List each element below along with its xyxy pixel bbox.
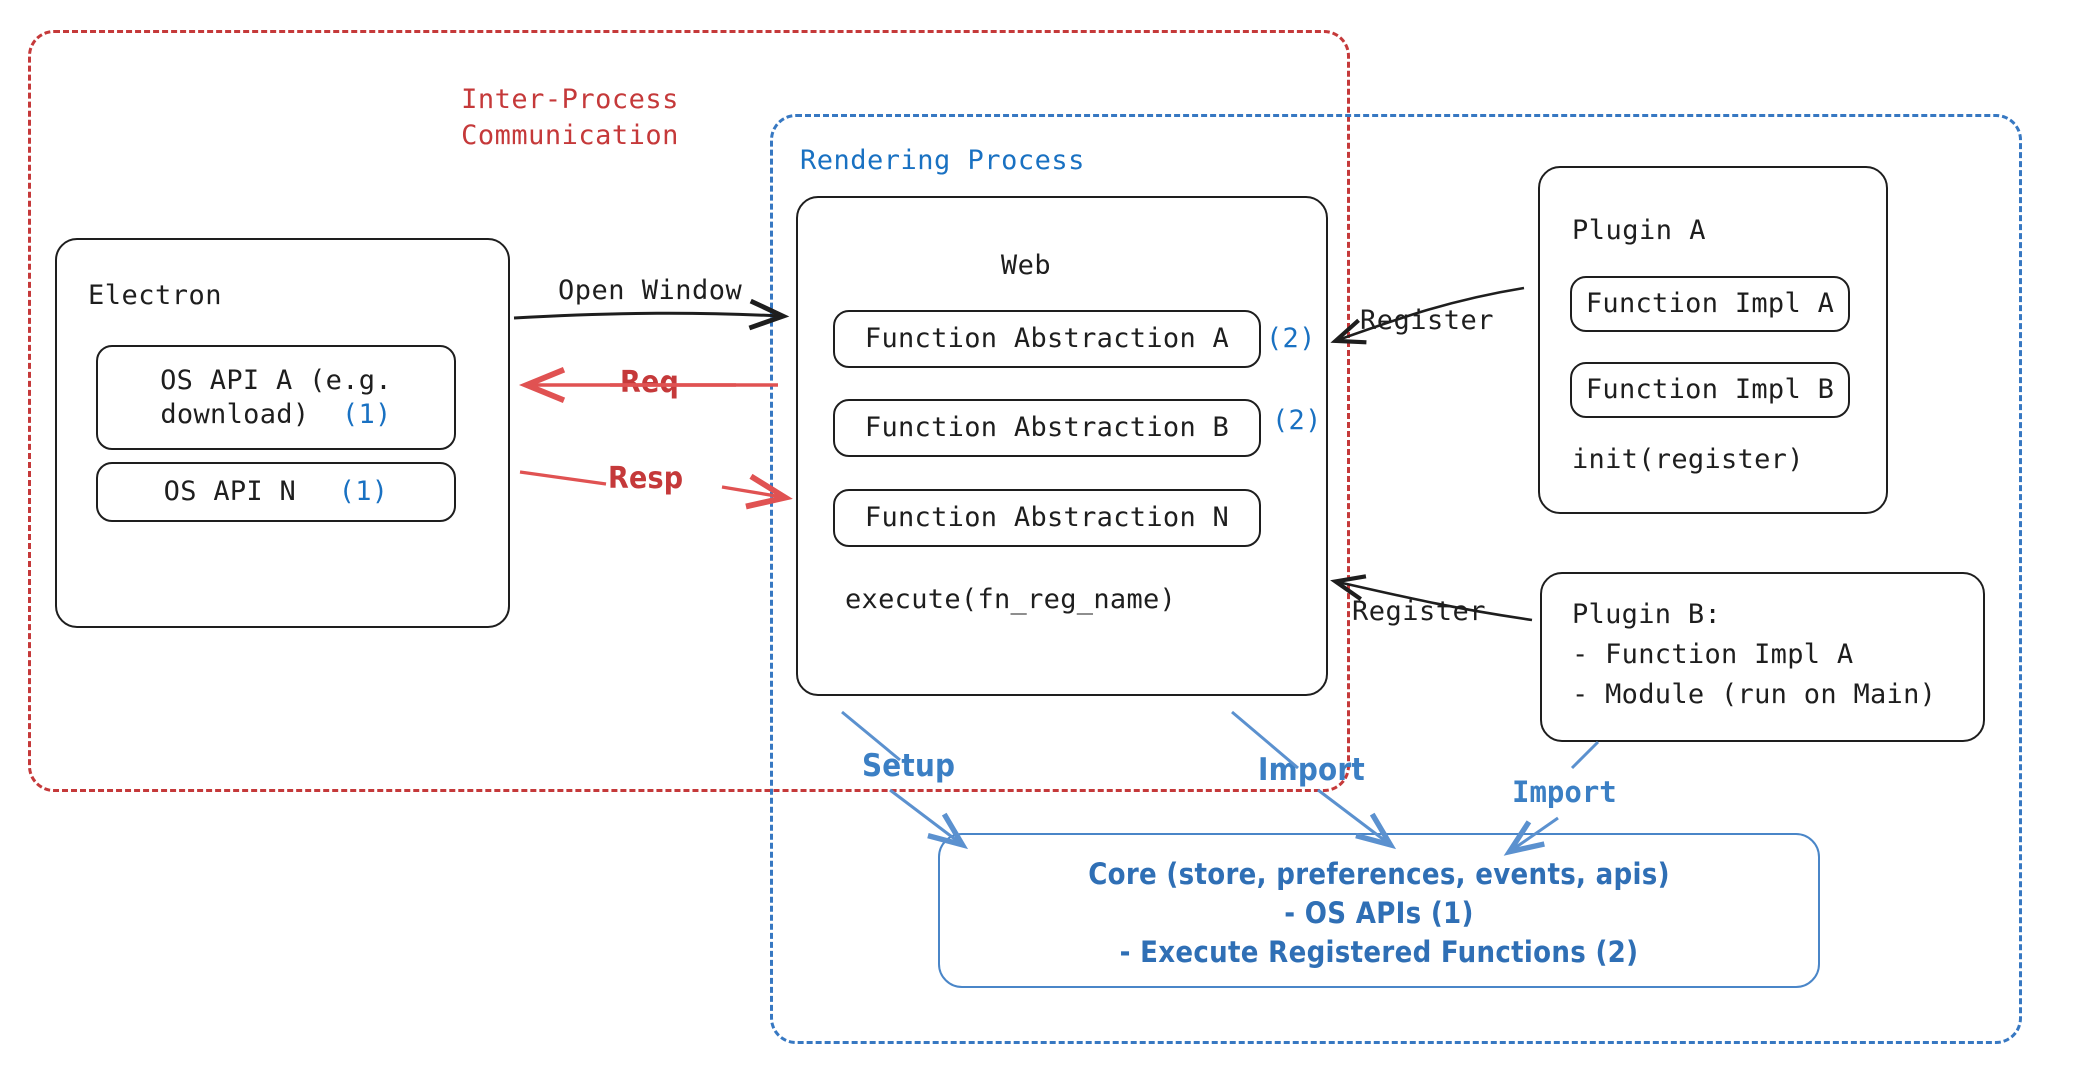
group-rendering-process <box>770 114 2022 1044</box>
function-impl-b-box[interactable]: Function Impl B <box>1570 362 1850 418</box>
plugin-b-content: Plugin B: - Function Impl A - Module (ru… <box>1572 595 1992 715</box>
plugin-a-init-label: init(register) <box>1572 444 1804 475</box>
plugin-b-box[interactable] <box>1540 572 1985 742</box>
web-title: Web <box>1000 250 1052 281</box>
edge-label-open-window: Open Window <box>558 275 743 306</box>
function-impl-a-label: Function Impl A <box>1585 288 1835 320</box>
edge-label-import-web: Import <box>1258 752 1365 788</box>
os-api-n-label: OS API N <box>163 476 297 508</box>
group-inter-process-communication <box>28 30 1350 792</box>
edge-label-req: Req <box>620 365 680 400</box>
function-abstraction-b-label: Function Abstraction B <box>864 412 1230 444</box>
group-rendering-process-label: Rendering Process <box>800 145 1085 176</box>
function-abstraction-b-marker: (2) <box>1272 405 1322 436</box>
plugin-a-title: Plugin A <box>1572 215 1707 246</box>
os-api-a-label-line2: download) <box>160 398 310 430</box>
os-api-n-marker: (1) <box>338 476 389 508</box>
edge-label-register-top: Register <box>1360 305 1495 336</box>
core-line-2: - OS APIs (1) <box>1284 896 1474 931</box>
os-api-a-box[interactable]: OS API A (e.g. download) (1) <box>96 345 456 450</box>
electron-title: Electron <box>88 280 223 311</box>
function-abstraction-n-box[interactable]: Function Abstraction N <box>833 489 1261 547</box>
group-ipc-label-line1: Inter-Process <box>461 84 679 115</box>
core-line-3: - Execute Registered Functions (2) <box>1119 935 1639 970</box>
group-ipc-label: Inter-Process Communication <box>420 82 720 155</box>
function-impl-b-label: Function Impl B <box>1585 374 1835 406</box>
web-execute-label: execute(fn_reg_name) <box>845 584 1177 615</box>
edge-label-resp: Resp <box>608 461 684 496</box>
edge-label-register-bottom: Register <box>1352 596 1487 627</box>
function-abstraction-n-label: Function Abstraction N <box>864 502 1230 534</box>
os-api-a-label-line1: OS API A (e.g. <box>160 364 392 396</box>
function-abstraction-a-box[interactable]: Function Abstraction A <box>833 310 1261 368</box>
plugin-b-title: Plugin B: <box>1572 599 1721 630</box>
function-abstraction-a-label: Function Abstraction A <box>864 323 1230 355</box>
os-api-a-marker: (1) <box>341 398 392 430</box>
plugin-a-box[interactable] <box>1538 166 1888 514</box>
function-abstraction-b-box[interactable]: Function Abstraction B <box>833 399 1261 457</box>
plugin-b-line-2: - Module (run on Main) <box>1572 678 1937 710</box>
function-impl-a-box[interactable]: Function Impl A <box>1570 276 1850 332</box>
plugin-b-line-1: - Function Impl A <box>1572 638 1854 670</box>
function-abstraction-a-marker: (2) <box>1266 323 1316 354</box>
core-line-1: Core (store, preferences, events, apis) <box>1088 857 1670 891</box>
group-ipc-label-line2: Communication <box>461 120 679 152</box>
core-content: Core (store, preferences, events, apis) … <box>938 855 1820 972</box>
os-api-n-box[interactable]: OS API N (1) <box>96 462 456 522</box>
edge-label-import-plugin: Import <box>1512 775 1617 809</box>
edge-label-setup: Setup <box>862 748 956 784</box>
